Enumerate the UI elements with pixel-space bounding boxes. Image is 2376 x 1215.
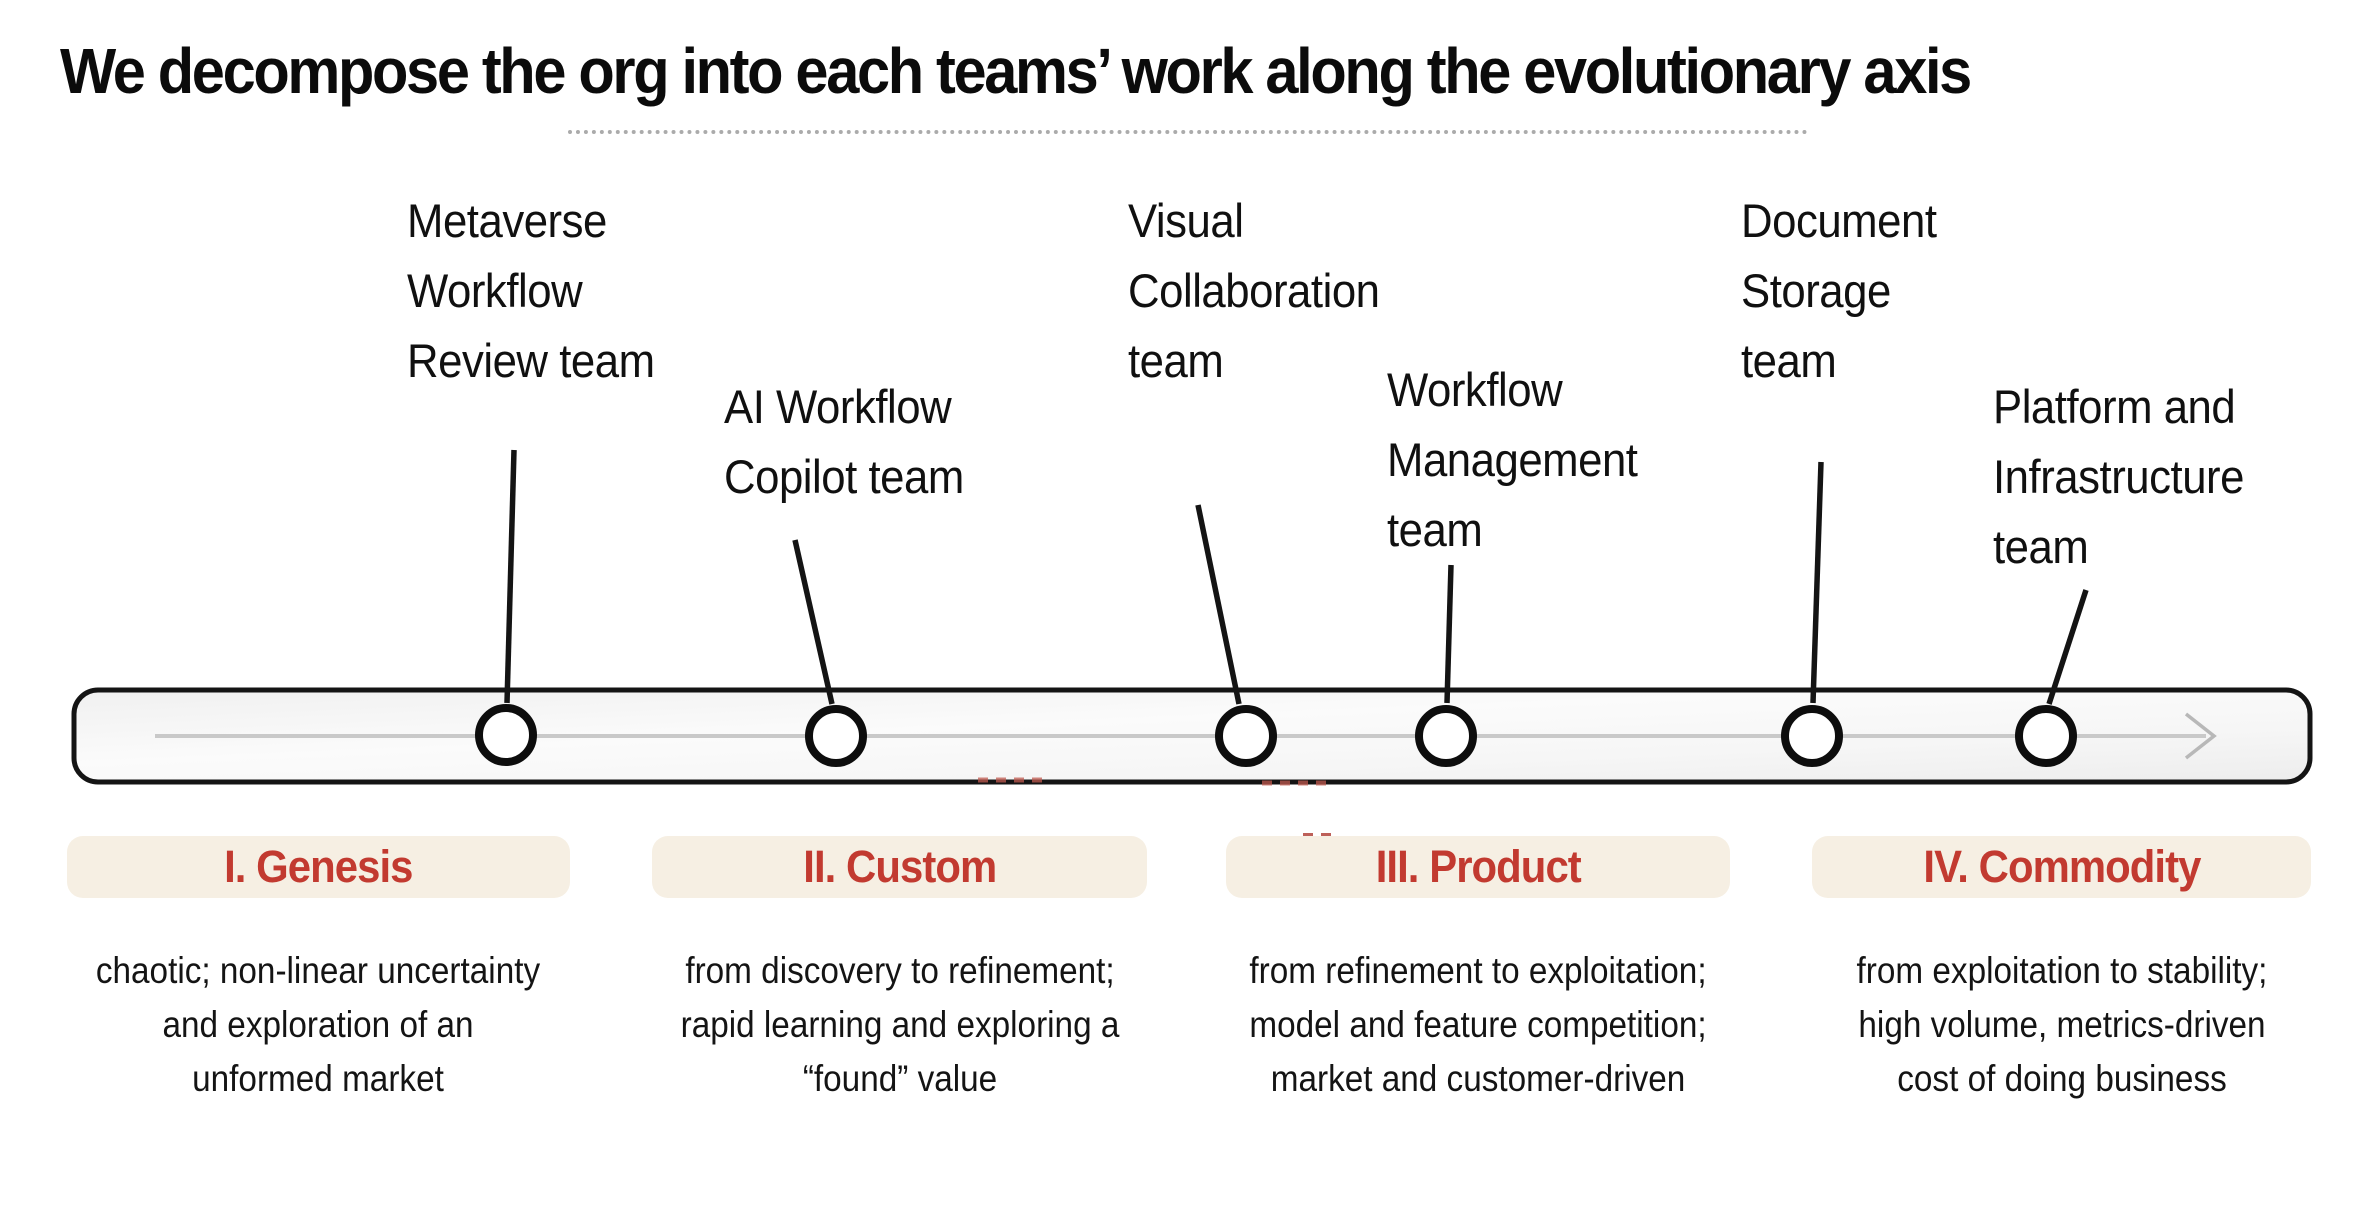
team-label-document-storage: Document Storage team [1741, 194, 1937, 387]
leader-line-ai-workflow-copilot [792, 539, 835, 705]
team-label-metaverse-workflow-review: Metaverse Workflow Review team [407, 194, 655, 387]
stage-chip-commodity: IV. Commodity [1812, 836, 2311, 898]
title-dotted-underline [568, 130, 1808, 134]
team-node-platform-infrastructure [2015, 705, 2077, 767]
team-label-visual-collaboration: Visual Collaboration team [1128, 194, 1380, 387]
stage-label-genesis: I. Genesis [224, 841, 413, 892]
stage-description-commodity: from exploitation to stability; high vol… [1856, 950, 2268, 1099]
leader-line-visual-collaboration [1195, 504, 1242, 705]
stage-description-product: from refinement to exploitation; model a… [1249, 950, 1707, 1099]
leader-line-metaverse-workflow-review [504, 449, 517, 704]
stage-label-product: III. Product [1375, 841, 1581, 892]
stage-label-commodity: IV. Commodity [1922, 841, 2201, 892]
team-node-ai-workflow-copilot [805, 705, 867, 767]
team-node-document-storage [1781, 705, 1843, 767]
team-node-workflow-management [1415, 705, 1477, 767]
team-node-metaverse-workflow-review [475, 704, 537, 766]
slide-title: We decompose the org into each teams’ wo… [60, 35, 1972, 107]
stage-description-custom: from discovery to refinement; rapid lear… [680, 950, 1120, 1099]
axis-arrow-icon [2184, 712, 2217, 760]
leader-line-document-storage [1810, 461, 1824, 704]
stage-chip-genesis: I. Genesis [67, 836, 570, 898]
stage-chip-custom: II. Custom [652, 836, 1147, 898]
stage-chip-product: III. Product [1226, 836, 1730, 898]
leader-line-platform-infrastructure [2046, 589, 2089, 705]
stage-label-custom: II. Custom [802, 841, 997, 892]
team-label-platform-infrastructure: Platform and Infrastructure team [1993, 380, 2244, 573]
stage-description-genesis: chaotic; non-linear uncertainty and expl… [95, 950, 541, 1099]
team-label-workflow-management: Workflow Management team [1387, 363, 1638, 556]
leader-line-workflow-management [1444, 564, 1454, 704]
team-node-visual-collaboration [1215, 705, 1277, 767]
team-label-ai-workflow-copilot: AI Workflow Copilot team [724, 380, 964, 503]
